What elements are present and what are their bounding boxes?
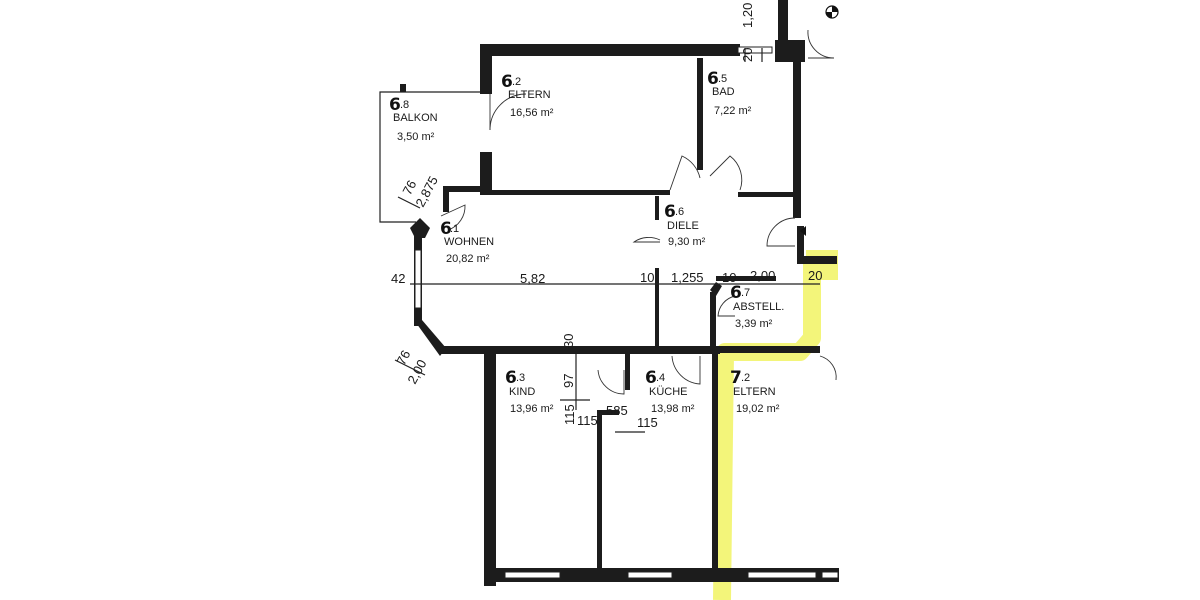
room-mark: 6: [501, 72, 513, 92]
room-number: .7: [741, 287, 750, 299]
window-wohnen-left: [414, 249, 422, 309]
room-abstell: 6 .7 ABSTELL. 3,39 m²: [730, 283, 784, 330]
dim-mid-2-00: 2,00: [750, 268, 775, 283]
north-marker: [825, 5, 839, 19]
room-number: .5: [718, 73, 727, 85]
dim-top-20: 20: [740, 48, 755, 62]
door-swings: [440, 29, 837, 395]
room-area: 7,22 m²: [714, 105, 752, 117]
room-area: 3,39 m²: [735, 318, 773, 330]
walls: [410, 0, 839, 586]
room-wohnen: 6 .1 WOHNEN 20,82 m²: [440, 219, 494, 265]
dim-kind-30: 30: [561, 334, 576, 348]
dimension-labels: 1,20 20 76 2,875 42 5,82 10 1,255 10 2,0…: [391, 3, 822, 430]
room-bad: 6 .5 BAD 7,22 m²: [707, 69, 752, 117]
room-number: .2: [741, 372, 750, 384]
room-name: BALKON: [393, 112, 438, 124]
room-name: ELTERN: [733, 386, 776, 398]
room-name: DIELE: [667, 220, 699, 232]
dim-balkon-2-87: 2,875: [412, 174, 441, 210]
dim-wohnen-5-82: 5,82: [520, 271, 545, 286]
room-balkon: 6 .8 BALKON 3,50 m²: [389, 95, 438, 143]
room-mark: 6: [707, 69, 719, 89]
room-number: .6: [675, 206, 684, 218]
room-eltern-2: 7 .2 ELTERN 19,02 m²: [730, 368, 780, 415]
room-area: 3,50 m²: [397, 131, 435, 143]
dim-kind-11a: 115: [562, 404, 577, 425]
room-mark: 6: [645, 368, 657, 388]
dim-mid-10b: 10: [722, 270, 736, 285]
room-number: .8: [400, 99, 409, 111]
dim-top-1-20: 1,20: [740, 3, 755, 28]
room-mark: 6: [730, 283, 742, 303]
windows-bottom: [504, 571, 839, 579]
dim-kueche-11: 115: [637, 415, 658, 430]
dim-kueche-58: 585: [606, 403, 628, 418]
dim-right-20: 20: [808, 268, 822, 283]
room-eltern: 6 .2 ELTERN 16,56 m²: [501, 72, 554, 119]
dim-bottom-76: 76: [393, 348, 413, 368]
room-number: .2: [512, 76, 521, 88]
room-name: BAD: [712, 86, 735, 98]
dim-left-42: 42: [391, 271, 405, 286]
dim-mid-10a: 10: [640, 270, 654, 285]
room-name: KÜCHE: [649, 386, 688, 398]
room-mark: 7: [730, 368, 742, 388]
room-mark: 6: [505, 368, 517, 388]
dim-kind-11b: 115: [577, 413, 598, 428]
room-name: WOHNEN: [444, 236, 494, 248]
dim-kind-97: 97: [561, 374, 576, 388]
dim-mid-1-25: 1,255: [671, 270, 704, 285]
room-mark: 6: [664, 202, 676, 222]
room-area: 19,02 m²: [736, 403, 780, 415]
room-mark: 6: [440, 219, 452, 239]
balkon-outline: [379, 84, 480, 223]
room-area: 20,82 m²: [446, 253, 490, 265]
arrow-marker: [800, 226, 806, 236]
room-mark: 6: [389, 95, 401, 115]
room-area: 16,56 m²: [510, 107, 554, 119]
room-number: .4: [656, 372, 665, 384]
dimension-lines: [394, 48, 820, 433]
room-name: ELTERN: [508, 89, 551, 101]
room-area: 13,98 m²: [651, 403, 695, 415]
room-number: .1: [450, 223, 459, 235]
room-name: ABSTELL.: [733, 301, 784, 313]
window-top: [737, 46, 773, 54]
room-diele: 6 .6 DIELE 9,30 m²: [664, 202, 706, 248]
room-name: KIND: [509, 386, 535, 398]
dim-balkon-76: 76: [399, 178, 419, 198]
room-number: .3: [516, 372, 525, 384]
room-kueche: 6 .4 KÜCHE 13,98 m²: [645, 368, 695, 415]
room-area: 13,96 m²: [510, 403, 554, 415]
room-kind: 6 .3 KIND 13,96 m²: [505, 368, 554, 415]
room-area: 9,30 m²: [668, 236, 706, 248]
